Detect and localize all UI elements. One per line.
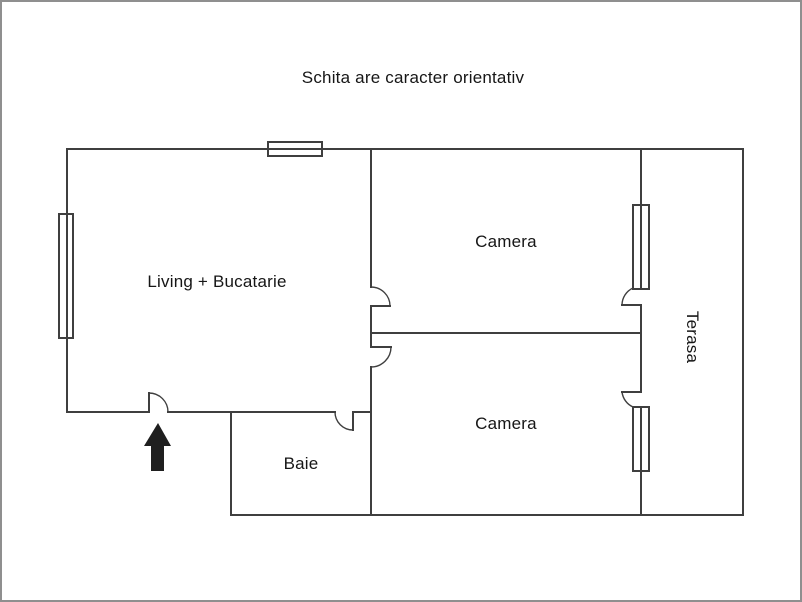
door-arcs [148,286,634,431]
window-top [267,141,323,157]
window-camera-top [632,204,650,290]
walls [66,148,744,516]
door-leaves [148,304,642,431]
room-label-camera-top: Camera [475,232,537,251]
entrance-arrow-icon [144,423,171,471]
window-left [58,213,74,339]
room-label-camera-bottom: Camera [475,414,537,433]
plan-title: Schita are caracter orientativ [301,68,525,87]
room-label-living: Living + Bucatarie [147,272,287,291]
door-arc-baie [334,411,354,431]
door-arc-entrance [148,392,169,413]
door-arc-camera-top [370,286,391,307]
windows [58,141,650,472]
door-arc-camera-bottom [370,346,392,368]
room-label-baie: Baie [283,454,319,473]
door-arc-terasa-top [621,287,634,306]
door-arc-terasa-bottom [621,391,634,408]
window-camera-bottom [632,406,650,472]
room-label-terasa: Terasa [683,310,702,364]
